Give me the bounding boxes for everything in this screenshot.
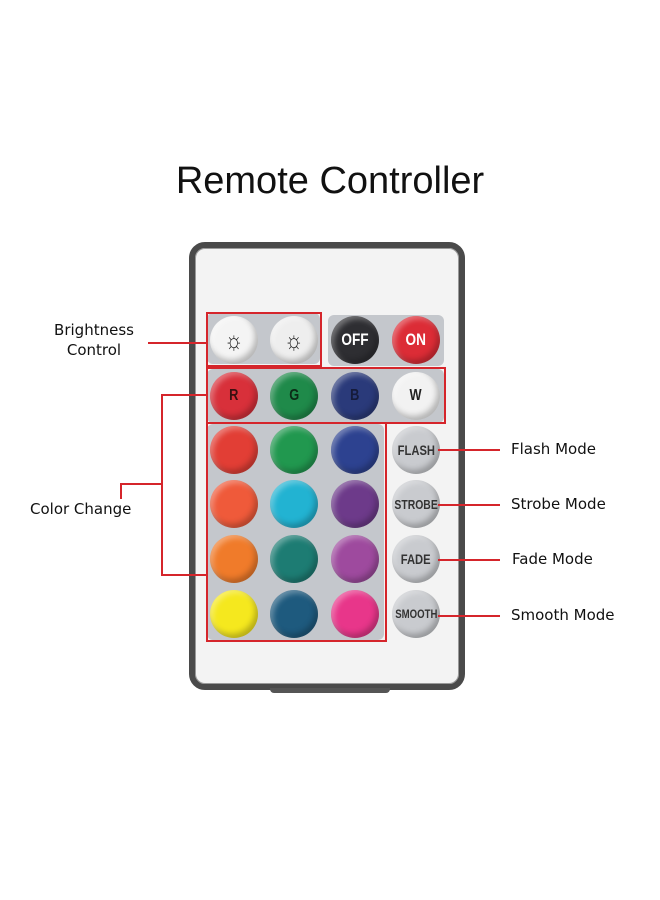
off-button[interactable]: OFF	[331, 316, 379, 364]
green-button[interactable]: G	[270, 372, 318, 420]
color-change-label: Color Change	[30, 500, 132, 518]
color-leader-vertical	[161, 394, 163, 576]
brightness-leader	[148, 342, 208, 344]
brightness-label: Brightness Control	[54, 321, 134, 359]
red-button[interactable]: R	[210, 372, 258, 420]
color-button[interactable]	[210, 590, 258, 638]
smooth-mode-label: Smooth Mode	[511, 606, 615, 624]
brightness-down-icon: ☼	[284, 324, 304, 355]
color-button[interactable]	[270, 590, 318, 638]
blue-button[interactable]: B	[331, 372, 379, 420]
brightness-up-icon: ☼	[224, 324, 244, 355]
color-button[interactable]	[331, 535, 379, 583]
strobe-button[interactable]: STROBE	[392, 480, 440, 528]
strobe-leader	[438, 504, 500, 506]
color-button[interactable]	[331, 590, 379, 638]
color-button[interactable]	[270, 480, 318, 528]
color-button[interactable]	[210, 426, 258, 474]
strobe-mode-label: Strobe Mode	[511, 495, 606, 513]
flash-button[interactable]: FLASH	[392, 426, 440, 474]
fade-mode-label: Fade Mode	[512, 550, 593, 568]
color-button[interactable]	[331, 480, 379, 528]
color-button[interactable]	[210, 535, 258, 583]
smooth-leader	[438, 615, 500, 617]
color-leader-bottom	[161, 574, 208, 576]
white-button[interactable]: W	[392, 372, 440, 420]
color-leader-stub	[120, 483, 122, 499]
color-button[interactable]	[270, 426, 318, 474]
remote-foot	[270, 688, 390, 693]
color-button[interactable]	[210, 480, 258, 528]
color-button[interactable]	[270, 535, 318, 583]
color-leader-mid	[120, 483, 162, 485]
brightness-down-button[interactable]: ☼	[270, 316, 318, 364]
color-button[interactable]	[331, 426, 379, 474]
fade-button[interactable]: FADE	[392, 535, 440, 583]
flash-leader	[438, 449, 500, 451]
fade-leader	[438, 559, 500, 561]
smooth-button[interactable]: SMOOTH	[392, 590, 440, 638]
on-button[interactable]: ON	[392, 316, 440, 364]
flash-mode-label: Flash Mode	[511, 440, 596, 458]
page-title: Remote Controller	[175, 160, 485, 202]
brightness-up-button[interactable]: ☼	[210, 316, 258, 364]
color-leader-top	[161, 394, 208, 396]
